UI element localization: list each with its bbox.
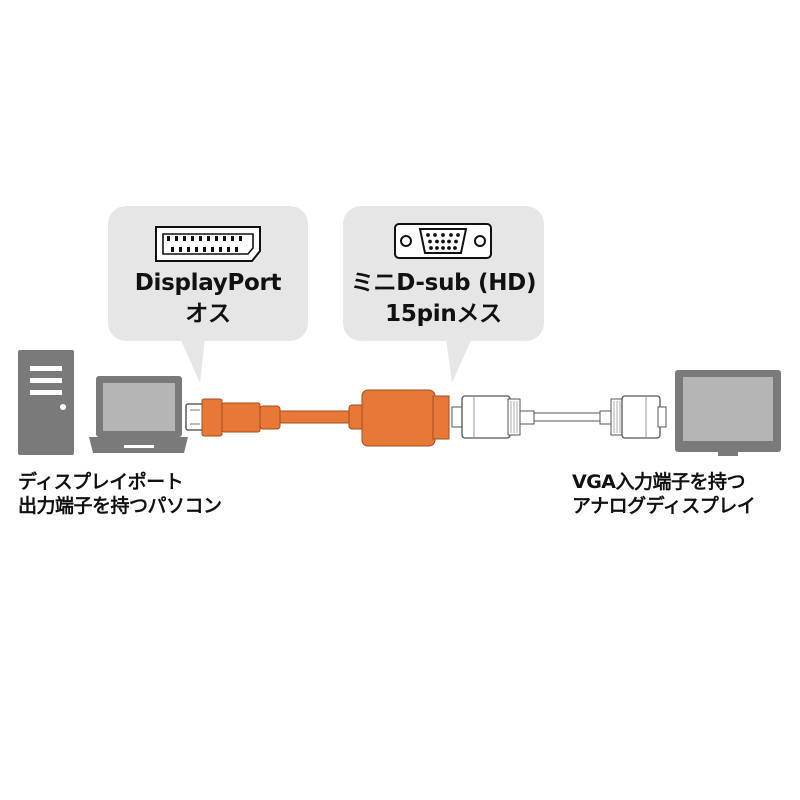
vga-plug-right-icon — [599, 395, 667, 439]
vga-connector-icon — [394, 223, 492, 259]
dp-bubble: DisplayPort オス — [108, 206, 308, 341]
monitor-icon — [675, 370, 781, 456]
dp-bubble-label: DisplayPort オス — [108, 268, 308, 330]
vga-bubble-tail — [446, 338, 472, 383]
display-caption-line2: アナログディスプレイ — [572, 495, 756, 517]
display-caption: VGA入力端子を持つ アナログディスプレイ — [572, 470, 756, 518]
pc-caption-line1: ディスプレイポート — [18, 471, 184, 493]
dp-bubble-line2: オス — [185, 301, 231, 327]
vga-adapter-body — [348, 389, 450, 447]
pc-caption-line2: 出力端子を持つパソコン — [18, 495, 222, 517]
pc-caption: ディスプレイポート 出力端子を持つパソコン — [18, 470, 222, 518]
vga-plug-left-icon — [451, 395, 535, 439]
dp-bubble-tail — [180, 338, 205, 383]
display-caption-line1: VGA入力端子を持つ — [572, 471, 746, 493]
vga-cable — [533, 412, 602, 422]
displayport-connector-icon — [155, 226, 261, 262]
adapter-cable — [279, 410, 351, 424]
vga-bubble-line2: 15pinメス — [385, 301, 502, 327]
vga-bubble-label: ミニD-sub (HD) 15pinメス — [343, 268, 544, 330]
laptop-icon — [89, 376, 188, 453]
displayport-plug-icon — [185, 398, 281, 437]
vga-bubble: ミニD-sub (HD) 15pinメス — [343, 206, 544, 341]
vga-bubble-line1: ミニD-sub (HD) — [350, 270, 537, 296]
dp-bubble-line1: DisplayPort — [134, 270, 282, 296]
desktop-tower-icon — [18, 350, 74, 455]
